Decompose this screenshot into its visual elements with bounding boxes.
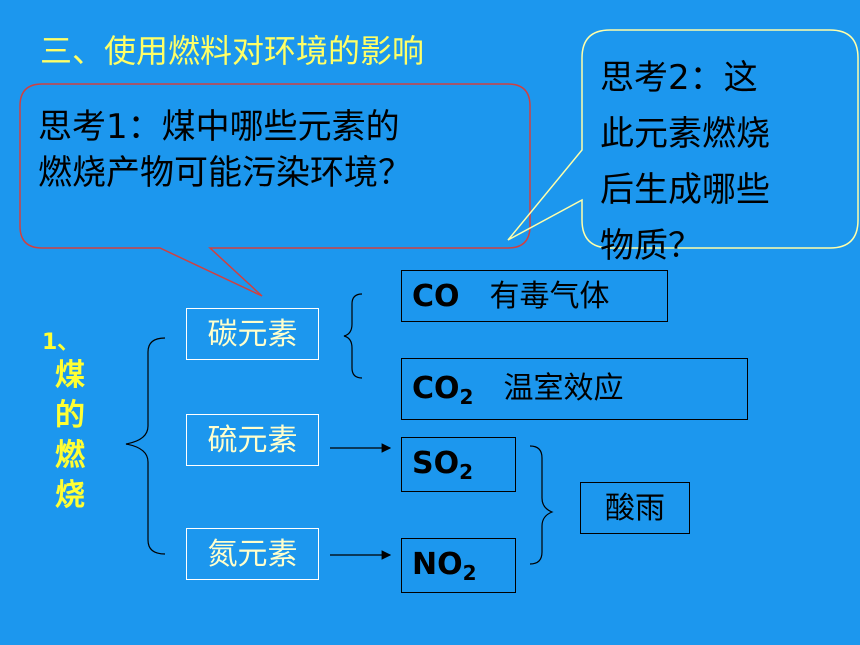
- product-co2-desc: 温室效应: [503, 371, 624, 406]
- product-co2-formula: CO: [412, 371, 460, 406]
- product-co-formula: CO: [412, 279, 460, 314]
- question-1-line: 燃烧产物可能污染环境？: [38, 153, 412, 193]
- brace-left: [125, 337, 166, 555]
- side-label-char: 煤: [55, 358, 85, 393]
- question-2-line: 物质？: [600, 226, 702, 266]
- bubble-2: [507, 29, 859, 249]
- question-1-line: 思考1：煤中哪些元素的: [38, 107, 400, 147]
- element-sulfur: 硫元素: [186, 414, 319, 466]
- product-so2: SO2: [401, 437, 516, 492]
- side-label-number: 1、: [42, 330, 80, 355]
- product-co2: CO2 温室效应: [401, 358, 748, 420]
- side-label: 1、 煤 的 燃 烧: [36, 330, 96, 516]
- side-label-char: 的: [55, 398, 85, 433]
- product-so2-subscript: 2: [459, 460, 474, 484]
- page-title: 三、使用燃料对环境的影响: [40, 32, 425, 70]
- product-co2-subscript: 2: [459, 385, 474, 409]
- brace-right: [529, 445, 554, 565]
- question-2-line: 思考2：这: [600, 58, 758, 98]
- product-no2: NO2: [401, 538, 516, 593]
- product-no2-formula: NO: [412, 547, 463, 582]
- question-2-text: 思考2：这 此元素燃烧 后生成哪些 物质？: [600, 50, 840, 274]
- bubble-1: [19, 83, 531, 297]
- side-label-char: 燃: [55, 438, 85, 473]
- product-no2-subscript: 2: [462, 561, 477, 585]
- brace-carbon: [343, 293, 363, 379]
- result-acid-rain: 酸雨: [580, 482, 690, 534]
- side-label-char: 烧: [55, 478, 85, 513]
- question-2-line: 后生成哪些: [600, 170, 770, 210]
- question-1-text: 思考1：煤中哪些元素的 燃烧产物可能污染环境？: [38, 104, 518, 196]
- product-co: CO 有毒气体: [401, 270, 668, 322]
- product-so2-formula: SO: [412, 446, 460, 481]
- element-carbon: 碳元素: [186, 308, 319, 360]
- element-nitrogen: 氮元素: [186, 528, 319, 580]
- product-co-desc: 有毒气体: [489, 279, 610, 314]
- question-2-line: 此元素燃烧: [600, 114, 770, 154]
